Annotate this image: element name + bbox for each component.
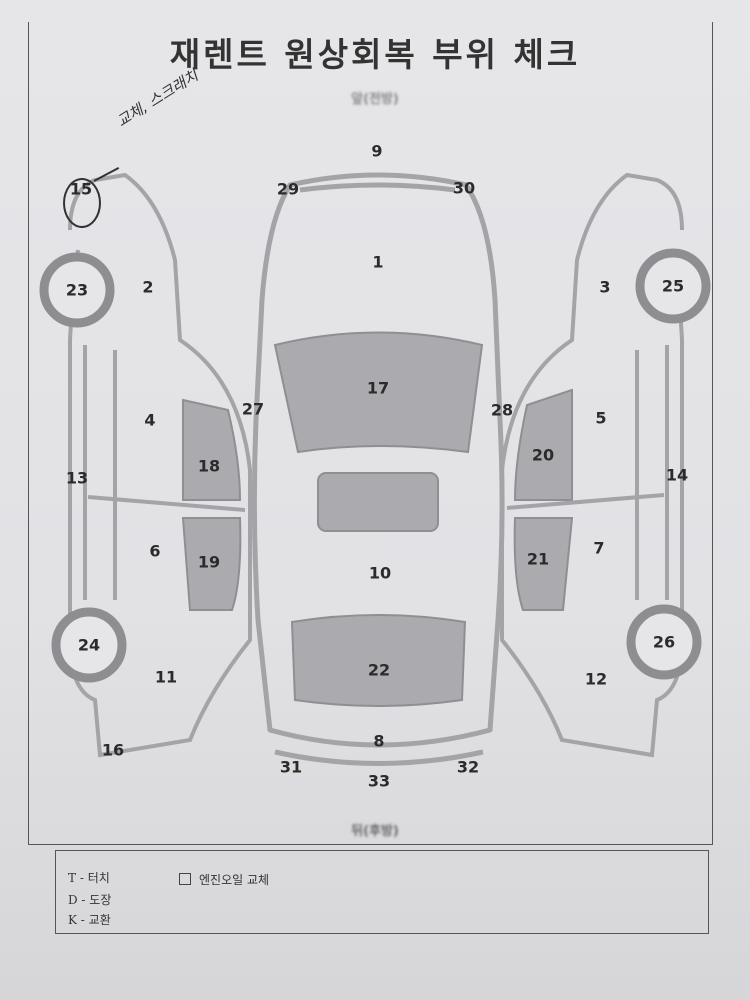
engine-oil-checkbox-row[interactable]: 엔진오일 교체	[179, 871, 269, 888]
circled-part-15-mark	[63, 178, 101, 228]
sheet-title: 재렌트 원상회복 부위 체크	[169, 35, 581, 74]
legend-paint: D - 도장	[68, 893, 112, 907]
part-number-25: 25	[661, 276, 685, 296]
part-number-8: 8	[373, 731, 385, 751]
rear-label: 뒤(후방)	[351, 824, 399, 839]
part-number-24: 24	[77, 635, 101, 655]
part-number-17: 17	[366, 378, 390, 398]
part-number-1: 1	[372, 252, 384, 272]
part-number-29: 29	[276, 179, 300, 199]
legend-box: T - 터치 D - 도장 K - 교환 엔진오일 교체	[55, 850, 709, 934]
part-number-13: 13	[65, 468, 89, 488]
part-number-21: 21	[526, 549, 550, 569]
part-number-23: 23	[65, 280, 89, 300]
part-number-5: 5	[595, 408, 607, 428]
part-number-32: 32	[456, 757, 480, 777]
part-number-6: 6	[149, 541, 161, 561]
part-number-14: 14	[665, 465, 689, 485]
part-number-2: 2	[142, 277, 154, 297]
sheet-frame	[28, 22, 713, 845]
part-number-9: 9	[371, 141, 383, 161]
part-number-30: 30	[452, 178, 476, 198]
part-number-4: 4	[144, 410, 156, 430]
part-number-16: 16	[101, 740, 125, 760]
legend-replace: K - 교환	[68, 913, 111, 927]
part-number-20: 20	[531, 445, 555, 465]
legend-touch: T - 터치	[68, 871, 110, 885]
part-number-3: 3	[599, 277, 611, 297]
engine-oil-checkbox[interactable]	[179, 873, 191, 885]
part-number-26: 26	[652, 632, 676, 652]
part-number-19: 19	[197, 552, 221, 572]
part-number-27: 27	[241, 399, 265, 419]
part-number-18: 18	[197, 456, 221, 476]
engine-oil-label: 엔진오일 교체	[199, 873, 270, 887]
part-number-10: 10	[368, 563, 392, 583]
part-number-12: 12	[584, 669, 608, 689]
part-number-33: 33	[367, 771, 391, 791]
part-number-22: 22	[367, 660, 391, 680]
part-number-11: 11	[154, 667, 178, 687]
front-label: 앞(전방)	[351, 92, 399, 107]
part-number-7: 7	[593, 538, 605, 558]
part-number-28: 28	[490, 400, 514, 420]
part-number-31: 31	[279, 757, 303, 777]
